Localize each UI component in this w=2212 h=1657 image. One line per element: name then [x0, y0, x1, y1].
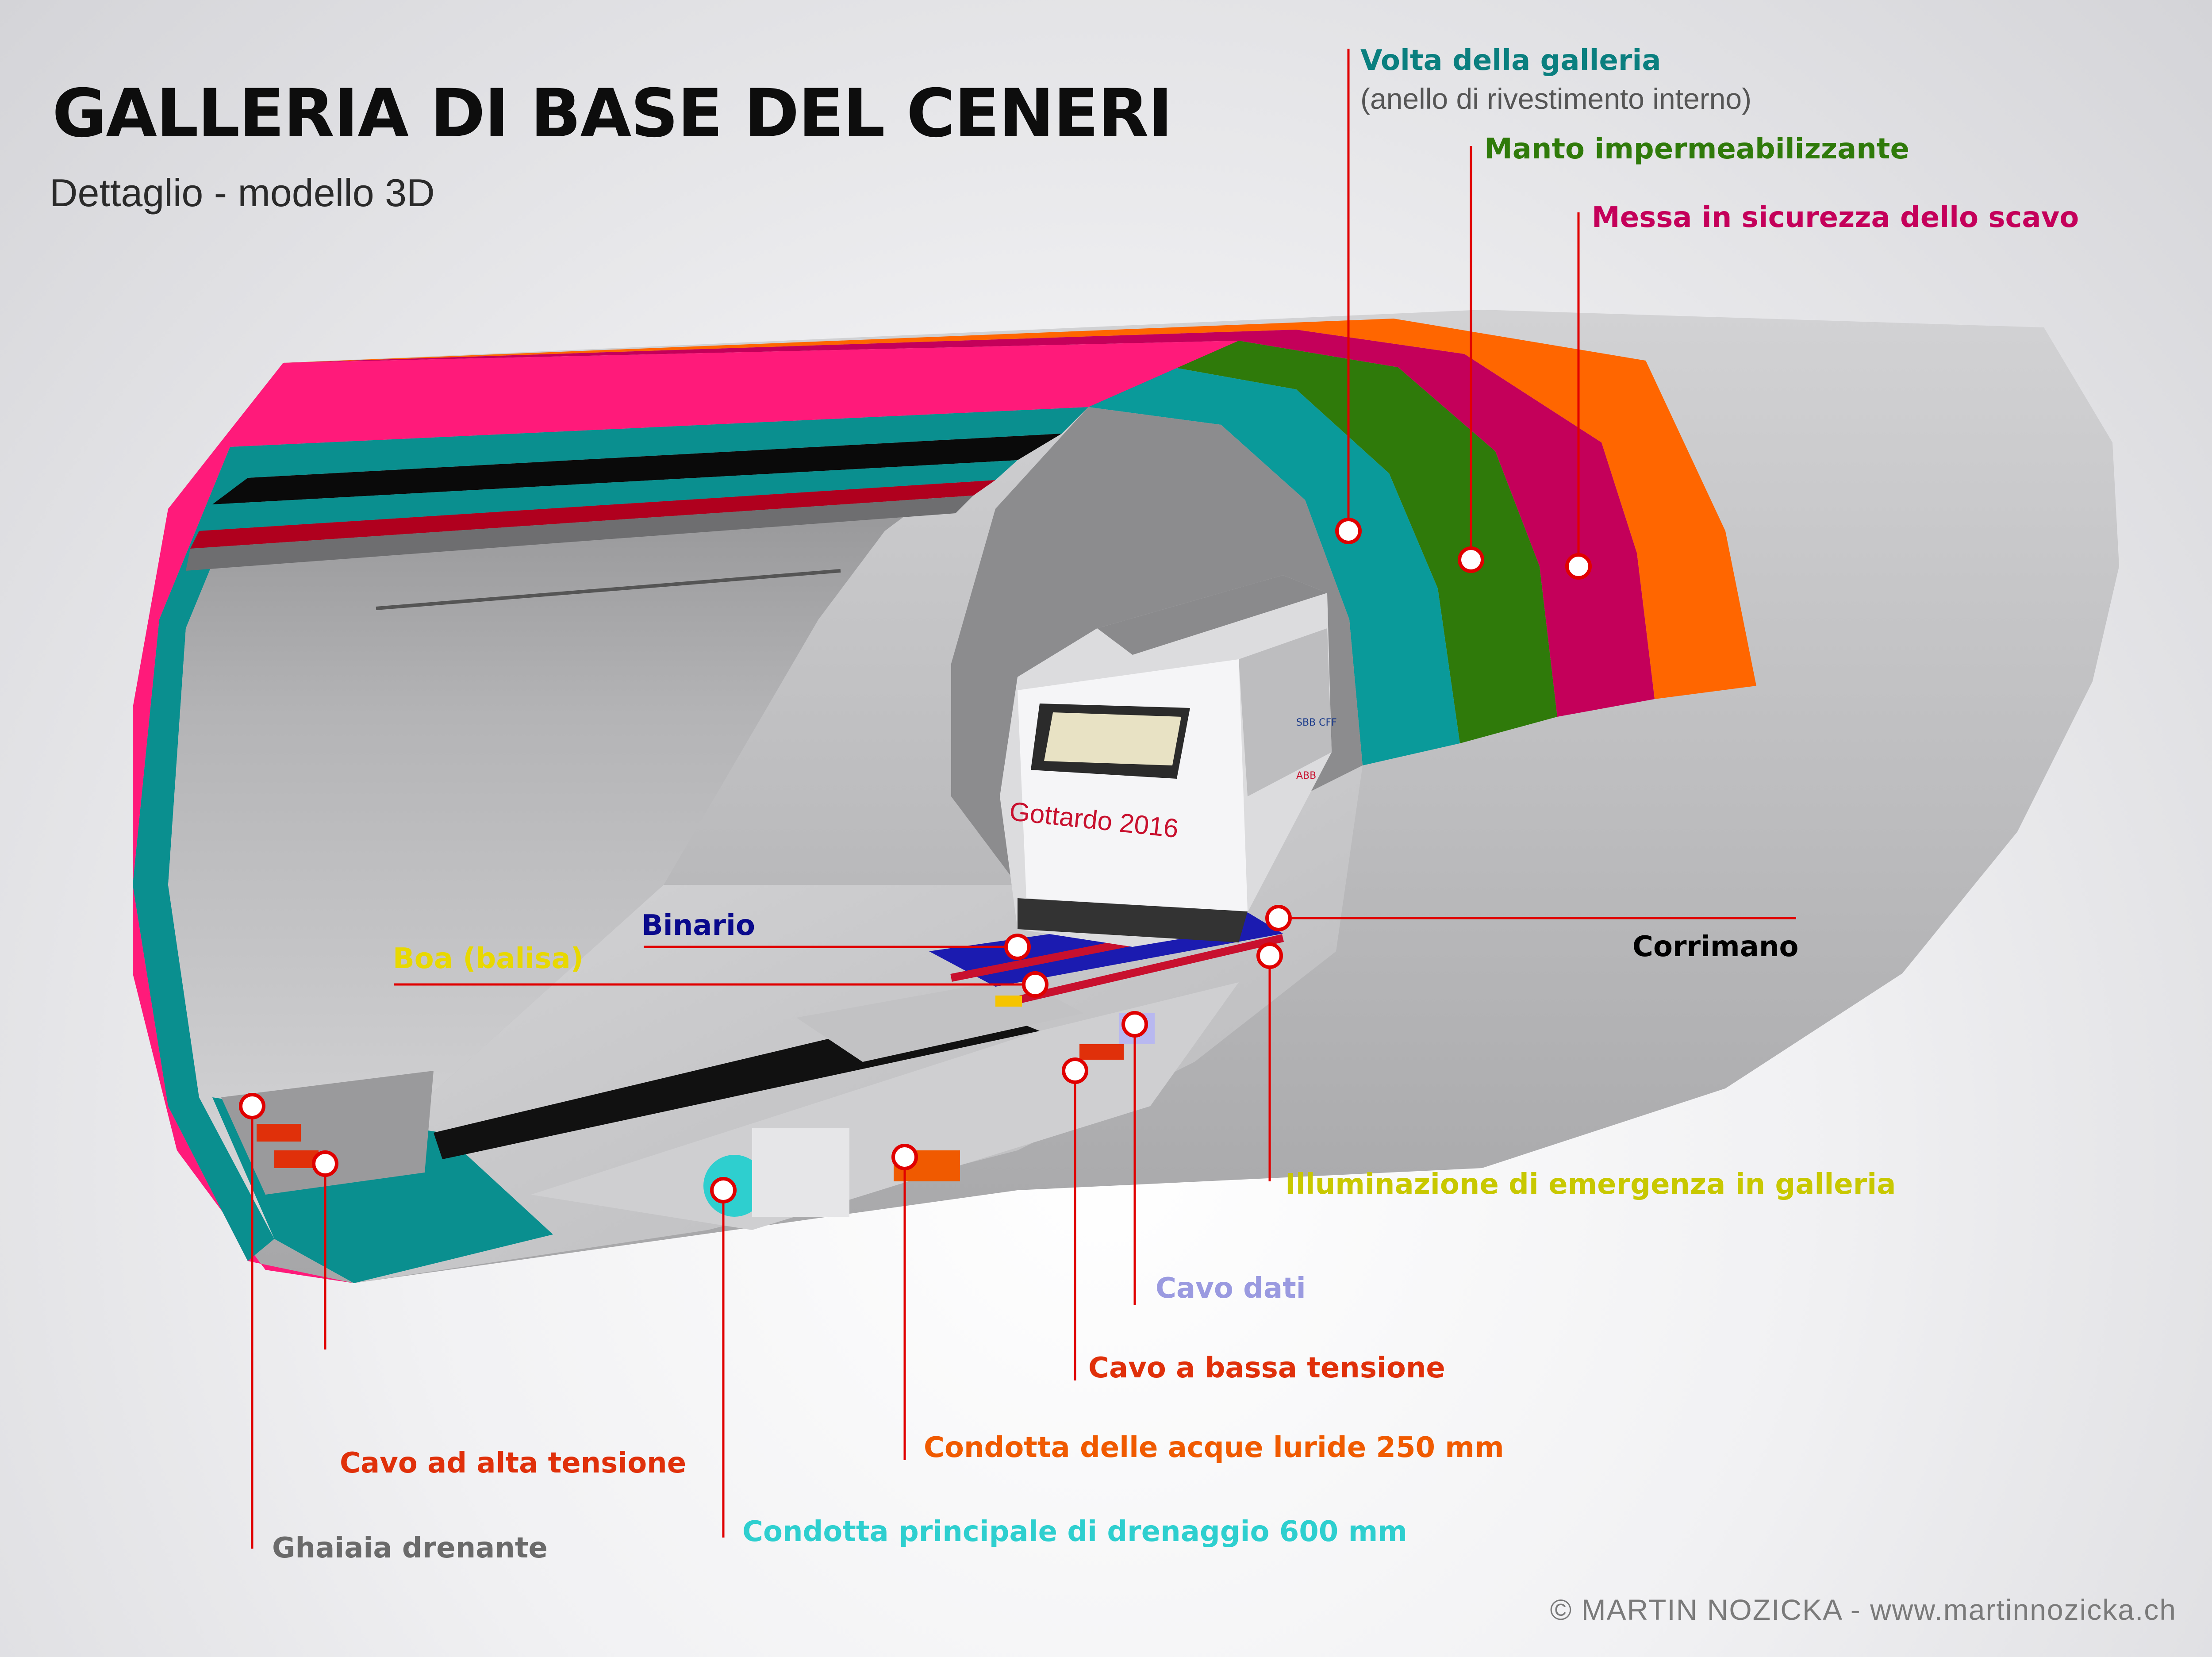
label-condotta-drenaggio: Condotta principale di drenaggio 600 mm — [742, 1515, 1407, 1548]
marker-corrimano — [1265, 905, 1292, 931]
marker-boa — [1022, 971, 1048, 998]
marker-volta — [1335, 518, 1362, 544]
label-ghiaia: Ghaiaia drenante — [272, 1532, 548, 1565]
marker-cavo-bassa — [1062, 1057, 1088, 1084]
marker-manto — [1458, 546, 1484, 573]
waterproofing-ring — [1172, 341, 1557, 743]
marker-condotta-drenaggio — [710, 1177, 737, 1203]
label-volta: Volta della galleria — [1360, 44, 1661, 77]
inner-lining-ring — [1088, 367, 1460, 765]
label-illuminazione: Illuminazione di emergenza in galleria — [1285, 1168, 1896, 1201]
marker-cavo-alta — [312, 1150, 338, 1177]
locomotive-sponsor-1: SBB CFF — [1296, 717, 1337, 728]
locomotive: Gottardo 2016 SBB CFF ABB — [1000, 575, 1337, 947]
left-cut-edge — [133, 341, 1239, 1283]
marker-cavo-dati — [1121, 1011, 1148, 1038]
label-corrimano: Corrimano — [1632, 930, 1799, 963]
marker-circles — [239, 518, 1592, 1203]
label-cavo-dati: Cavo dati — [1156, 1272, 1306, 1305]
excavation-support-ring — [283, 319, 1756, 699]
page-subtitle: Dettaglio - modello 3D — [50, 171, 435, 215]
marker-ghiaia — [239, 1093, 265, 1119]
label-messa: Messa in sicurezza dello scavo — [1592, 201, 2079, 234]
label-manto: Manto impermeabilizzante — [1484, 133, 1909, 165]
label-cavo-bassa: Cavo a bassa tensione — [1088, 1352, 1445, 1384]
leader-lines — [251, 49, 1796, 1549]
marker-messa — [1565, 553, 1592, 580]
marker-condotta-luride — [891, 1144, 918, 1170]
label-cavo-alta: Cavo ad alta tensione — [340, 1447, 687, 1480]
locomotive-sponsor-2: ABB — [1296, 770, 1316, 781]
label-condotta-luride: Condotta delle acque luride 250 mm — [924, 1431, 1504, 1464]
marker-binario — [1004, 934, 1031, 960]
copyright-credit: © MARTIN NOZICKA - www.martinnozicka.ch — [1550, 1593, 2177, 1626]
label-binario: Binario — [641, 909, 755, 942]
label-boa: Boa (balisa) — [393, 942, 584, 975]
marker-illuminazione — [1256, 942, 1283, 969]
label-volta-sub: (anello di rivestimento interno) — [1360, 82, 1752, 115]
page-title: GALLERIA DI BASE DEL CENERI — [52, 75, 1173, 152]
